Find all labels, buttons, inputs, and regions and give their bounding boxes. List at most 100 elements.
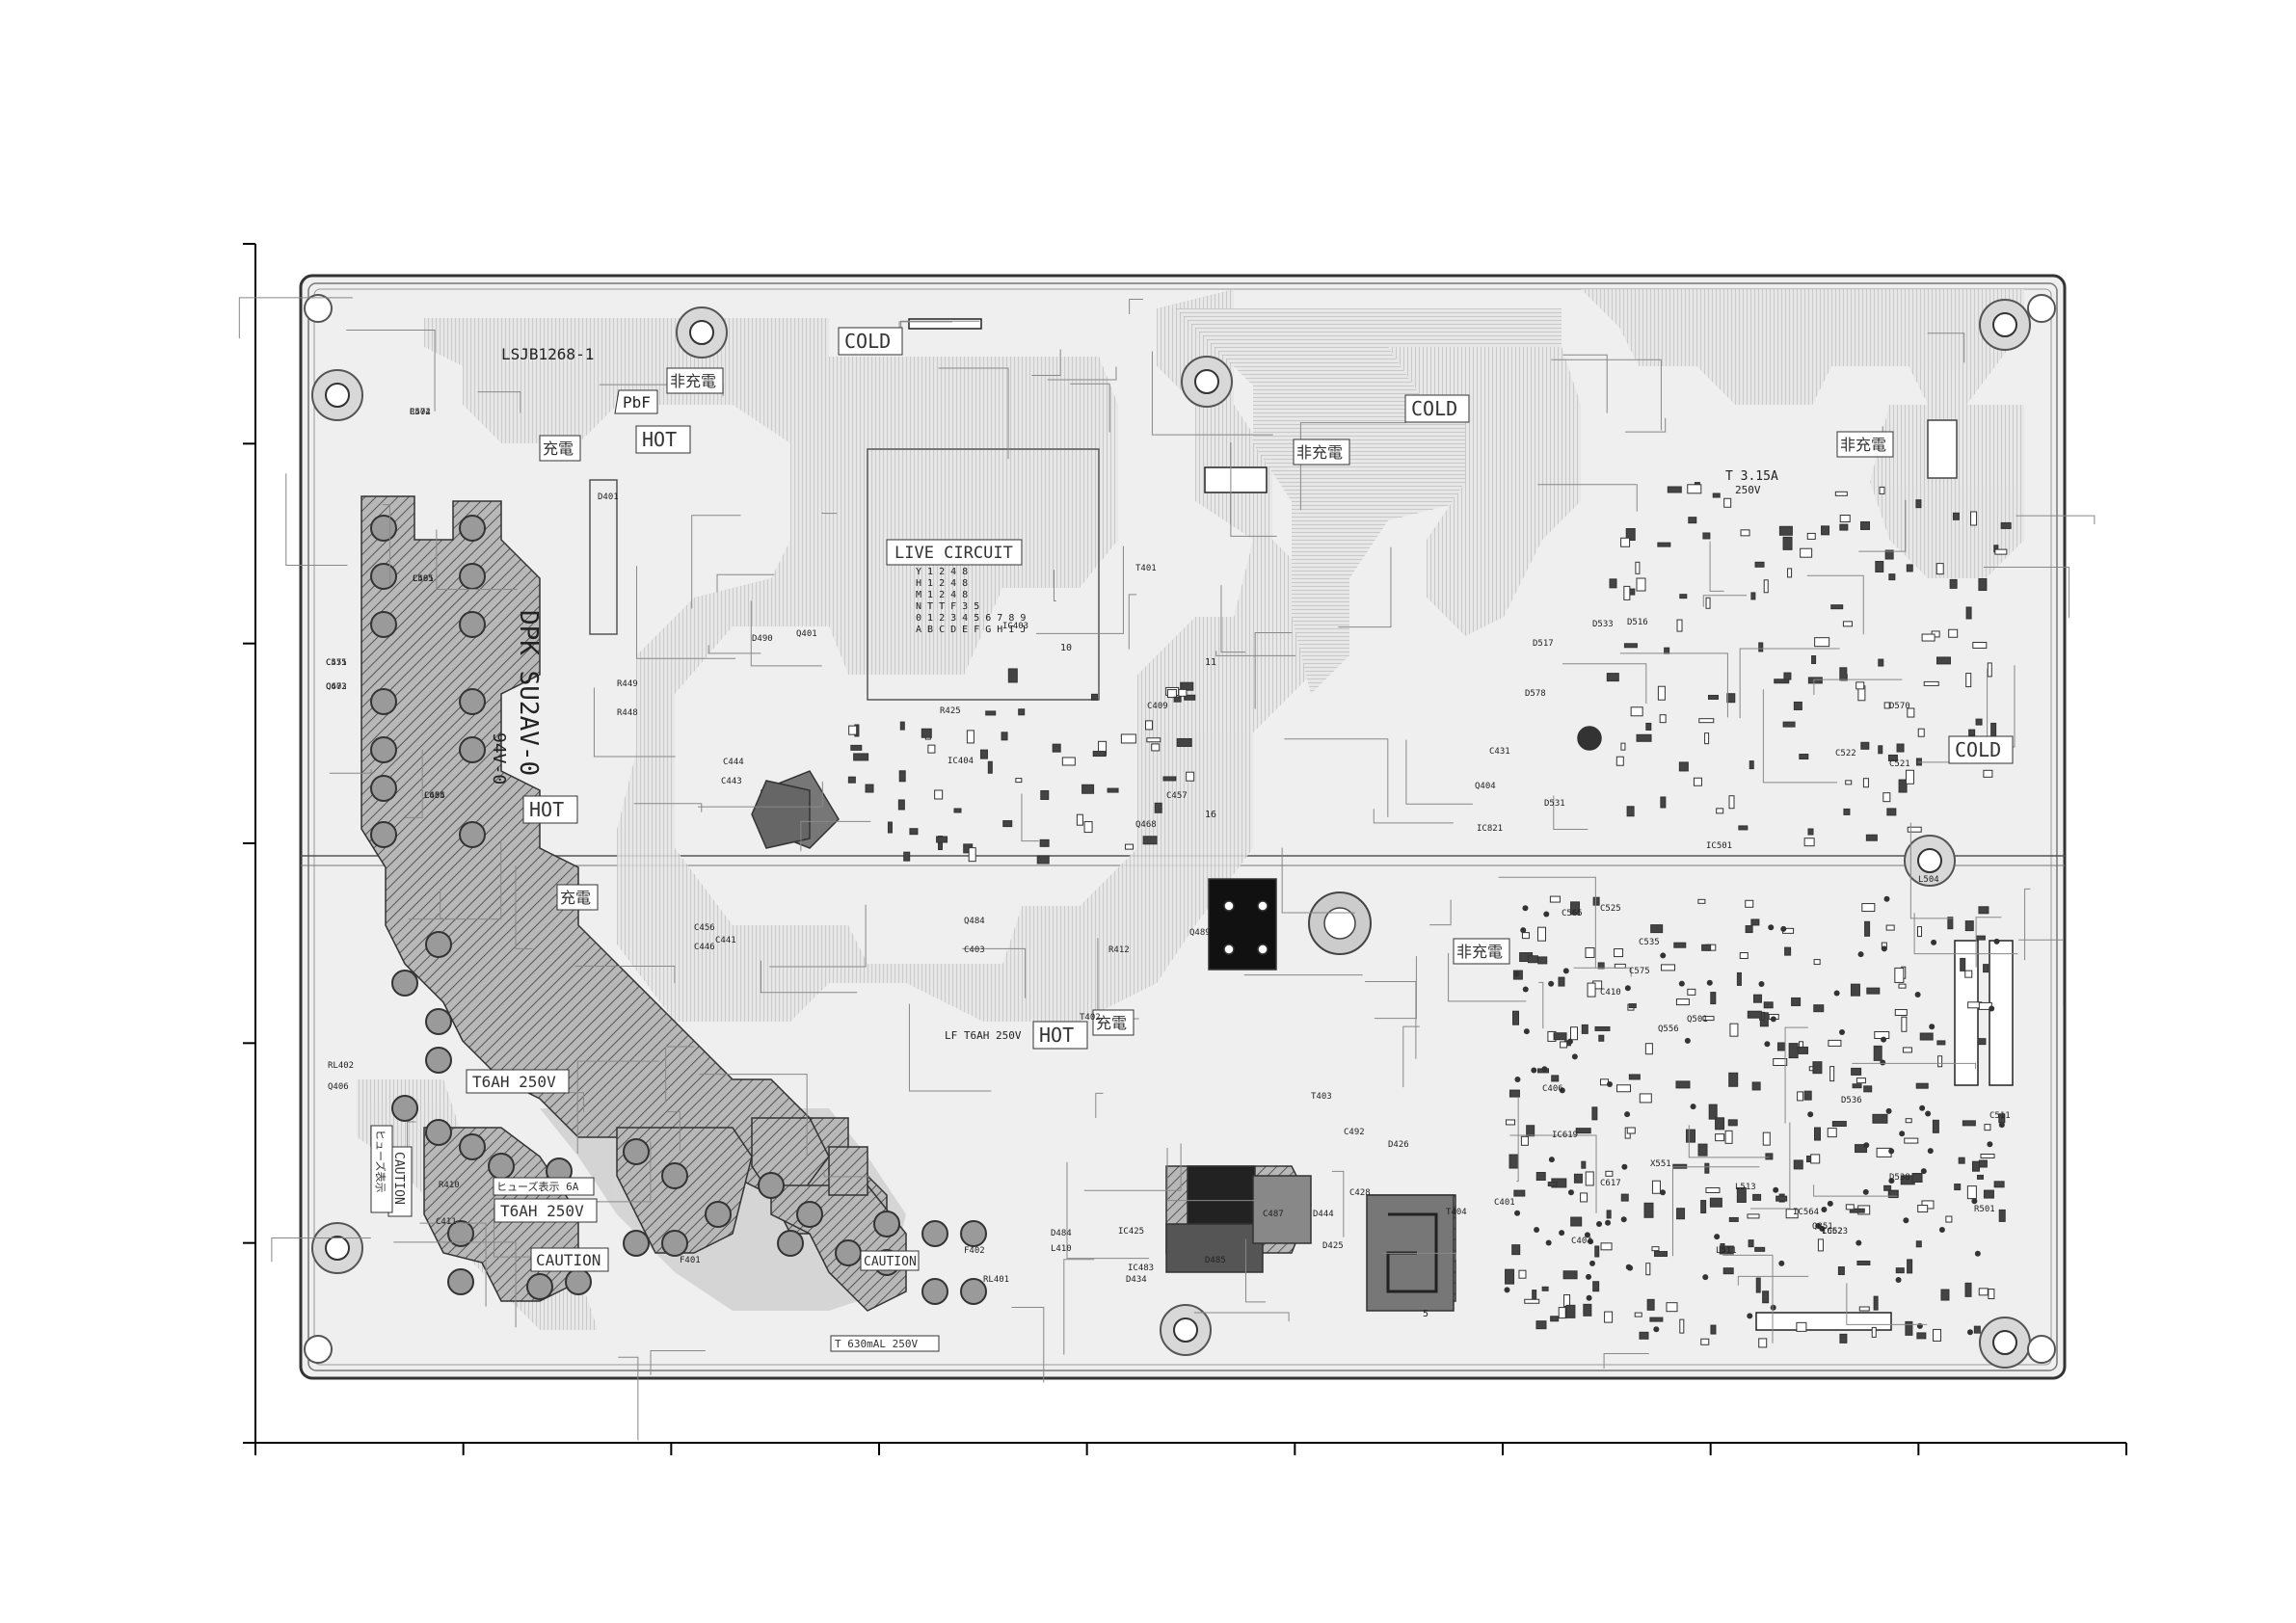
- designator-t402: T402: [1080, 1013, 1101, 1023]
- trace: [1254, 631, 1293, 709]
- smd-part: [1704, 732, 1710, 745]
- designator-c511: C511: [1989, 1111, 2011, 1121]
- designator-c431: C431: [1489, 747, 1510, 757]
- designator-d434: D434: [1126, 1275, 1147, 1285]
- trace: [1021, 793, 1039, 842]
- smd-part: [1921, 633, 1936, 642]
- smd-part: [953, 808, 962, 813]
- smd-part: [1904, 1137, 1919, 1144]
- smd-part: [1813, 1004, 1825, 1013]
- smd-part: [1883, 702, 1890, 709]
- via: [1966, 1329, 1973, 1336]
- svg-text:LIVE CIRCUIT: LIVE CIRCUIT: [894, 544, 1013, 563]
- smd-part: [1807, 677, 1823, 684]
- trace: [716, 573, 775, 593]
- via: [1548, 1157, 1555, 1163]
- smd-part: [1842, 621, 1853, 627]
- trace: [1852, 1062, 1977, 1070]
- trace: [1402, 1025, 1420, 1088]
- smd-part: [1855, 681, 1865, 690]
- solder-pad: [459, 821, 486, 848]
- trace: [1562, 354, 1608, 413]
- trace: [1562, 663, 1647, 705]
- smd-part: [934, 789, 944, 800]
- via: [1606, 1080, 1613, 1087]
- smd-part: [1015, 778, 1023, 784]
- designator-d444: D444: [1313, 1210, 1334, 1219]
- smd-part: [1506, 1119, 1516, 1126]
- smd-part: [1535, 1172, 1546, 1182]
- live-circuit-label: LIVE CIRCUIT: [886, 539, 1023, 566]
- hot-label: HOT: [635, 425, 691, 454]
- smd-part: [898, 770, 906, 783]
- smd-part: [1549, 895, 1561, 903]
- designator-ic564: IC564: [1793, 1208, 1819, 1217]
- via: [1747, 1313, 1753, 1319]
- model-mark: DPK SU2AV-0: [514, 610, 543, 776]
- solder-pad: [425, 1008, 452, 1035]
- trace: [1498, 876, 1596, 969]
- via: [1621, 1163, 1628, 1170]
- smd-part: [1565, 1304, 1576, 1318]
- designator-c409: C409: [1147, 702, 1168, 711]
- trace: [633, 803, 703, 812]
- trace: [1509, 1134, 1597, 1213]
- non-charge-label: 非充電: [666, 367, 724, 394]
- smd-part: [1994, 548, 2008, 555]
- smd-part: [1964, 920, 1974, 932]
- trace: [1858, 499, 1907, 552]
- smd-part: [1614, 948, 1624, 958]
- smd-part: [1620, 1193, 1629, 1202]
- svg-text:HOT: HOT: [642, 428, 677, 451]
- smd-part: [1551, 1075, 1560, 1082]
- smd-part: [887, 821, 893, 834]
- via: [1862, 1188, 1869, 1195]
- smd-part: [1887, 754, 1898, 761]
- smd-part: [1166, 689, 1177, 699]
- mounting-hole-center: [1173, 1317, 1198, 1343]
- smd-part: [1988, 1289, 1995, 1300]
- trace: [1243, 974, 1363, 976]
- mounting-hole-center: [1992, 312, 2017, 337]
- smd-part: [1518, 1269, 1527, 1279]
- trace: [636, 566, 736, 659]
- caution-label: CAUTION: [530, 1247, 609, 1272]
- smd-part: [1813, 1127, 1821, 1141]
- via: [1660, 1189, 1667, 1196]
- svg-text:COLD: COLD: [1955, 738, 2001, 761]
- smd-part: [1993, 1181, 2005, 1188]
- trace: [698, 781, 823, 808]
- smd-part: [1758, 642, 1764, 652]
- smd-part: [1916, 926, 1922, 938]
- designator-c410: C410: [1600, 988, 1621, 998]
- smd-part: [1623, 643, 1638, 649]
- smd-part: [1776, 1042, 1785, 1051]
- smd-part: [1644, 1043, 1653, 1055]
- smd-part: [1879, 486, 1885, 494]
- smd-part: [1176, 737, 1192, 747]
- trace: [1036, 545, 1124, 634]
- trace: [1516, 1097, 1519, 1183]
- smd-part: [1728, 1216, 1739, 1222]
- designator-c521: C521: [1889, 759, 1910, 769]
- solder-pad: [921, 1220, 948, 1247]
- via: [1586, 1273, 1592, 1280]
- smd-part: [1837, 1266, 1845, 1276]
- via: [1881, 1036, 1887, 1043]
- smd-part: [1666, 1302, 1678, 1313]
- via: [1895, 1276, 1902, 1283]
- smd-part: [1866, 987, 1881, 995]
- svg-text:HOT: HOT: [1039, 1024, 1074, 1047]
- designator-q501: Q501: [1687, 1015, 1708, 1024]
- via: [1778, 1260, 1785, 1266]
- smd-part: [1697, 1143, 1708, 1157]
- via: [1522, 986, 1529, 993]
- smd-part: [1747, 1213, 1760, 1219]
- via: [1504, 1287, 1510, 1293]
- smd-part: [1796, 1321, 1807, 1332]
- smd-part: [1978, 1288, 1989, 1296]
- smd-part: [1724, 1130, 1733, 1144]
- smd-part: [1520, 1135, 1529, 1146]
- trace: [593, 687, 676, 758]
- trace: [1739, 648, 1840, 719]
